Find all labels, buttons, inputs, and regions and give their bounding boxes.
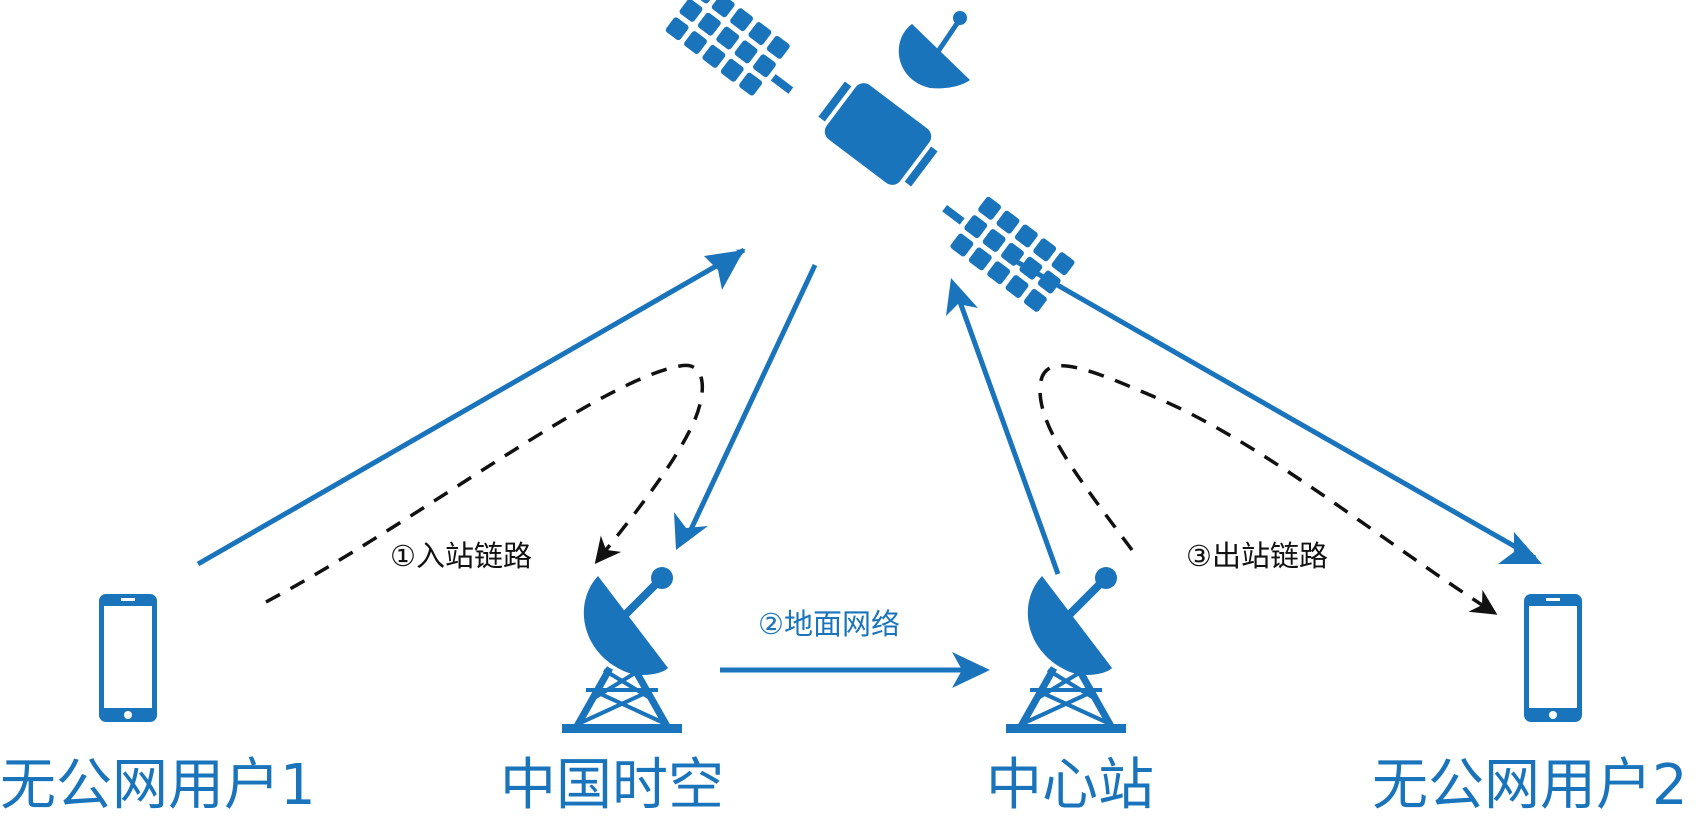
satellite-dish-tower-icon-center-station [1006,567,1126,733]
node-label-user2: 无公网用户2 [1372,753,1688,818]
inbound-dashed-curve [265,363,705,604]
smartphone-icon-user1 [99,594,157,722]
node-label-user1: 无公网用户1 [0,753,316,818]
outbound-link-label: ③出站链路 [1186,539,1328,573]
inbound-uplink-arrow [196,247,746,567]
ground-network-label: ②地面网络 [758,607,900,641]
outbound-uplink-arrow [946,278,1061,575]
ground-network-arrow [720,652,990,688]
inbound-downlink-arrow [674,263,818,550]
inbound-link-label: ①入站链路 [390,539,532,573]
node-label-china-spacetime: 中国时空 [500,753,724,818]
node-label-center-station: 中心站 [986,753,1154,818]
outbound-dashed-curve [1038,364,1498,615]
smartphone-icon-user2 [1524,594,1582,722]
satellite-dish-tower-icon-china-spacetime [562,567,682,733]
outbound-downlink-arrow [1008,255,1542,564]
